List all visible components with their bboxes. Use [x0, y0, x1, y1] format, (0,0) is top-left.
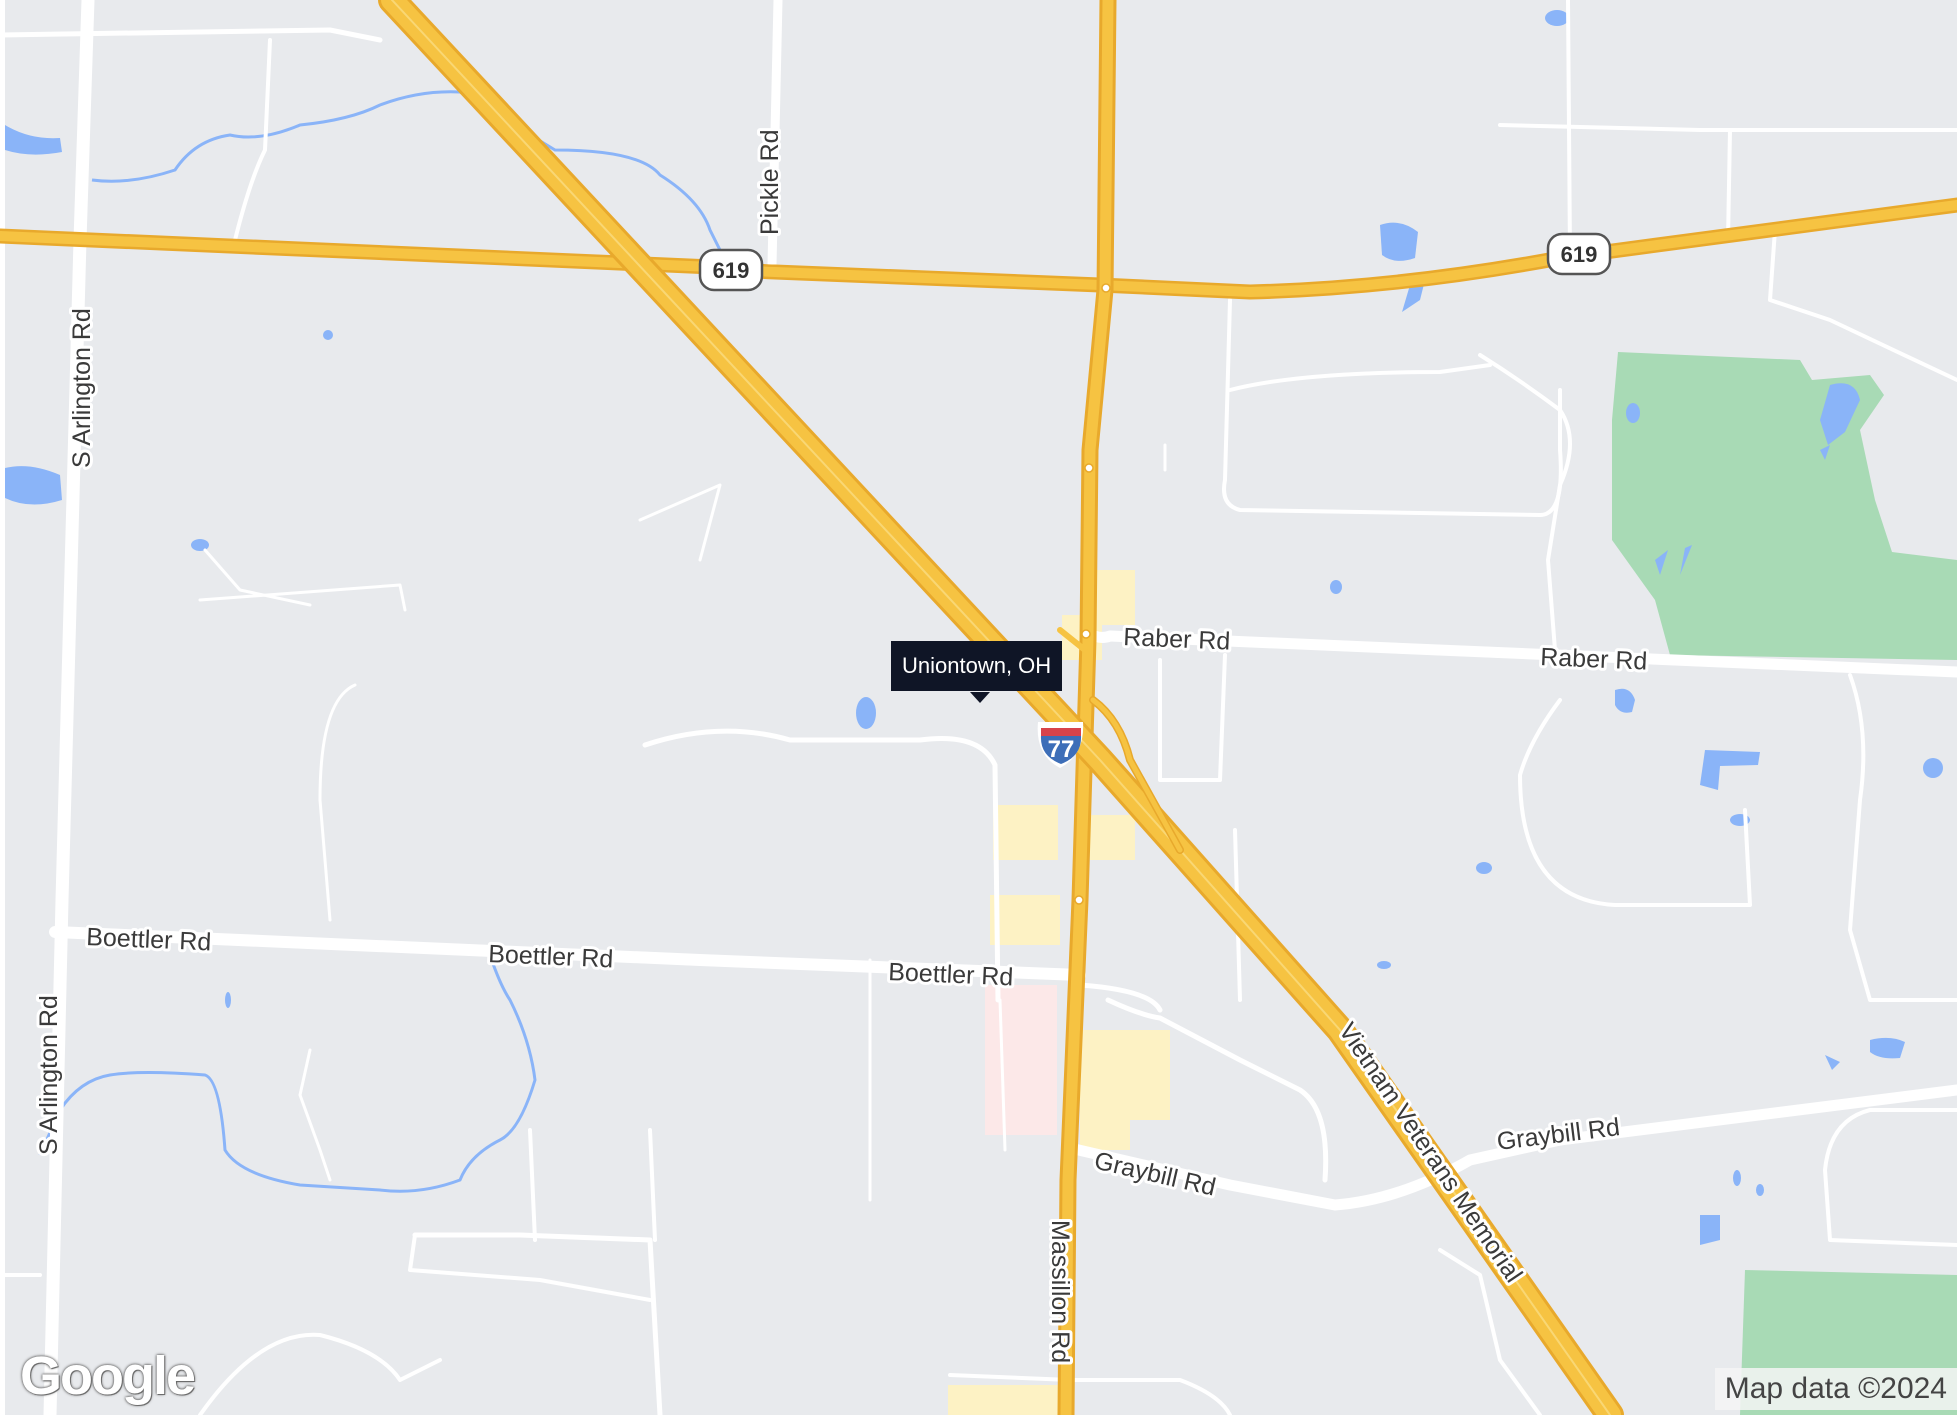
place-tooltip: Uniontown, OH — [891, 641, 1063, 691]
road-label-massillon-rd: Massillon Rd — [1046, 1220, 1074, 1363]
interstate-77-shield-icon: 77 — [1037, 722, 1084, 768]
road-label-pickle-rd: Pickle Rd — [756, 129, 784, 235]
commercial-areas — [948, 570, 1170, 1415]
route-shield-619-right: 619 — [1546, 232, 1612, 276]
route-shield-619-left: 619 — [698, 248, 764, 292]
road-label-raber-2: Raber Rd — [1540, 643, 1648, 676]
road-label-arlington-upper: S Arlington Rd — [68, 308, 96, 468]
google-logo: Google — [20, 1346, 196, 1406]
junction-markers — [1074, 283, 1111, 905]
park-area — [1612, 352, 1957, 660]
shield-label: 77 — [1048, 736, 1075, 763]
map-attribution[interactable]: Map data ©2024 — [1714, 1368, 1957, 1410]
road-label-arlington-lower: S Arlington Rd — [35, 995, 63, 1155]
shield-label: 619 — [1561, 242, 1598, 267]
shield-label: 619 — [713, 258, 750, 283]
road-label-boettler-3: Boettler Rd — [888, 958, 1014, 991]
tooltip-pointer — [970, 692, 990, 703]
road-label-boettler-1: Boettler Rd — [86, 923, 212, 956]
streams — [38, 90, 742, 1193]
road-label-boettler-2: Boettler Rd — [488, 940, 614, 973]
road-label-raber-1: Raber Rd — [1123, 623, 1231, 656]
medical-area — [985, 985, 1057, 1135]
